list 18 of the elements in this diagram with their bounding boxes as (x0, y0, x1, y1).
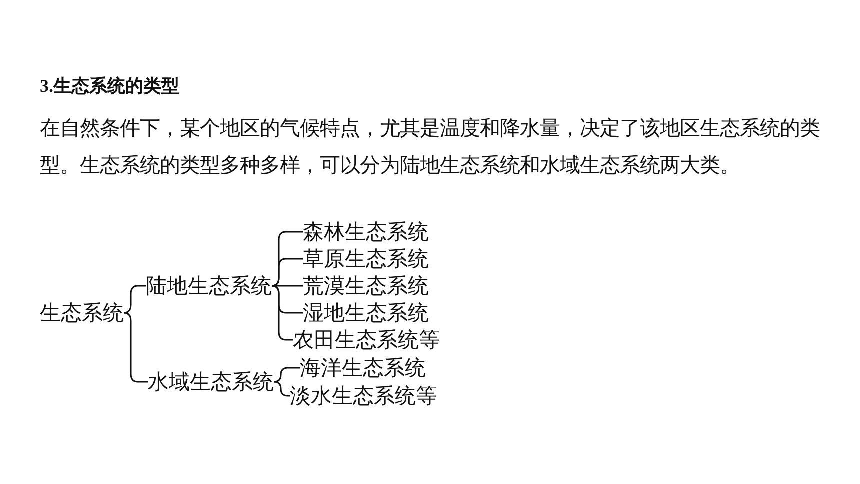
brace-arm (272, 285, 303, 287)
node-text: 森林生态系统 (303, 219, 429, 245)
node-text: 农田生态系统等 (293, 327, 440, 353)
node-text: 陆地生态系统 (146, 273, 272, 299)
node-text: 草原生态系统 (303, 246, 429, 272)
node-text: 淡水生态系统等 (290, 383, 437, 409)
brace-arm (124, 285, 146, 314)
paragraph-text: 在自然条件下，某个地区的气候特点，尤其是温度和降水量，决定了该地区生态系统的类型。生态系统的类型多种多样，可以分为陆地生态系统和水域生态系统两大类。 (40, 115, 821, 179)
node-text: 湿地生态系统 (303, 300, 429, 326)
brace-arm (272, 258, 303, 287)
brace-arm (274, 367, 300, 383)
brace-arm (274, 381, 290, 397)
node-text: 水域生态系统 (148, 369, 274, 395)
brace-arm (124, 312, 148, 383)
section-heading: 3.生态系统的类型 (40, 75, 180, 98)
node-text: 海洋生态系统 (300, 355, 426, 381)
node-text: 生态系统 (40, 300, 124, 326)
node-text: 荒漠生态系统 (303, 273, 429, 299)
